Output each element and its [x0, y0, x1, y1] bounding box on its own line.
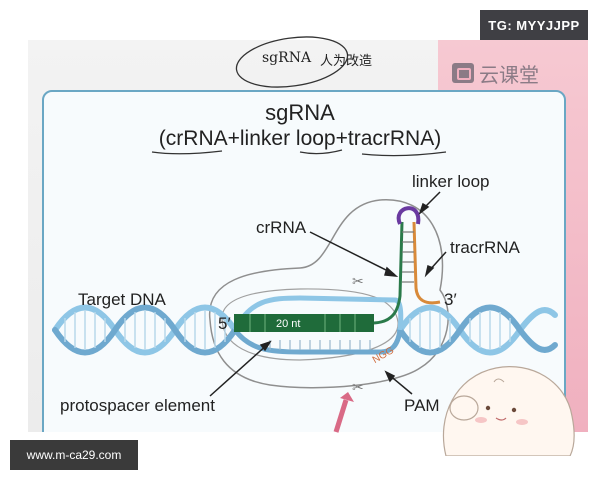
arrow-crRNA [309, 231, 395, 275]
dna-helix [52, 304, 558, 356]
mascot-icon [442, 366, 575, 456]
label-linker-loop: linker loop [412, 172, 490, 191]
tg-watermark: TG: MYYJJPP [480, 10, 588, 40]
cloud-class-logo-icon [452, 63, 474, 83]
arrow-protospacer [209, 343, 269, 397]
cas9-inner-outline [221, 288, 399, 361]
url-watermark: www.m-ca29.com [10, 440, 138, 470]
cloud-class-logo: 云课堂 [452, 60, 539, 87]
title-sgRNA: sgRNA [265, 100, 335, 125]
crRNA-strand [373, 221, 404, 325]
dna-bottom-rungs [269, 340, 371, 350]
logo-text: 云课堂 [479, 62, 539, 87]
handwritten-term: sgRNA [262, 50, 312, 66]
dna-strand-a [52, 304, 558, 356]
scissors-top-icon: ✂ [352, 274, 364, 290]
cas9-outline [209, 199, 449, 389]
dna-top-strand [232, 295, 404, 332]
label-target-dna: Target DNA [78, 290, 166, 309]
label-pam: PAM [404, 396, 440, 415]
label-five-prime: 5′ [218, 314, 231, 333]
handwritten-note: 人为改造 [320, 54, 373, 69]
label-protospacer-element: protospacer element [60, 396, 215, 415]
label-tracrRNA: tracrRNA [450, 238, 520, 257]
protospacer-ticks [249, 314, 356, 332]
title-underline-3 [361, 151, 447, 157]
dna-bottom-strand [233, 328, 403, 355]
label-three-prime: 3′ [444, 290, 457, 309]
scissors-bottom-icon: ✂ [352, 380, 364, 396]
hairpin-rungs [402, 231, 414, 283]
title-underline-2 [299, 149, 343, 155]
title-components: (crRNA+linker loop+tracrRNA) [158, 127, 442, 150]
label-crRNA: crRNA [256, 218, 307, 237]
title-underline-1 [151, 150, 223, 155]
linker-loop [396, 206, 421, 225]
pink-arrow [333, 399, 349, 433]
note-circle [235, 36, 349, 88]
tracrRNA-strand [412, 221, 441, 305]
pink-arrow-head [340, 392, 354, 402]
label-20nt: 20 nt [276, 318, 301, 330]
dna-strand-b [52, 304, 558, 356]
protospacer-bar [234, 314, 374, 332]
